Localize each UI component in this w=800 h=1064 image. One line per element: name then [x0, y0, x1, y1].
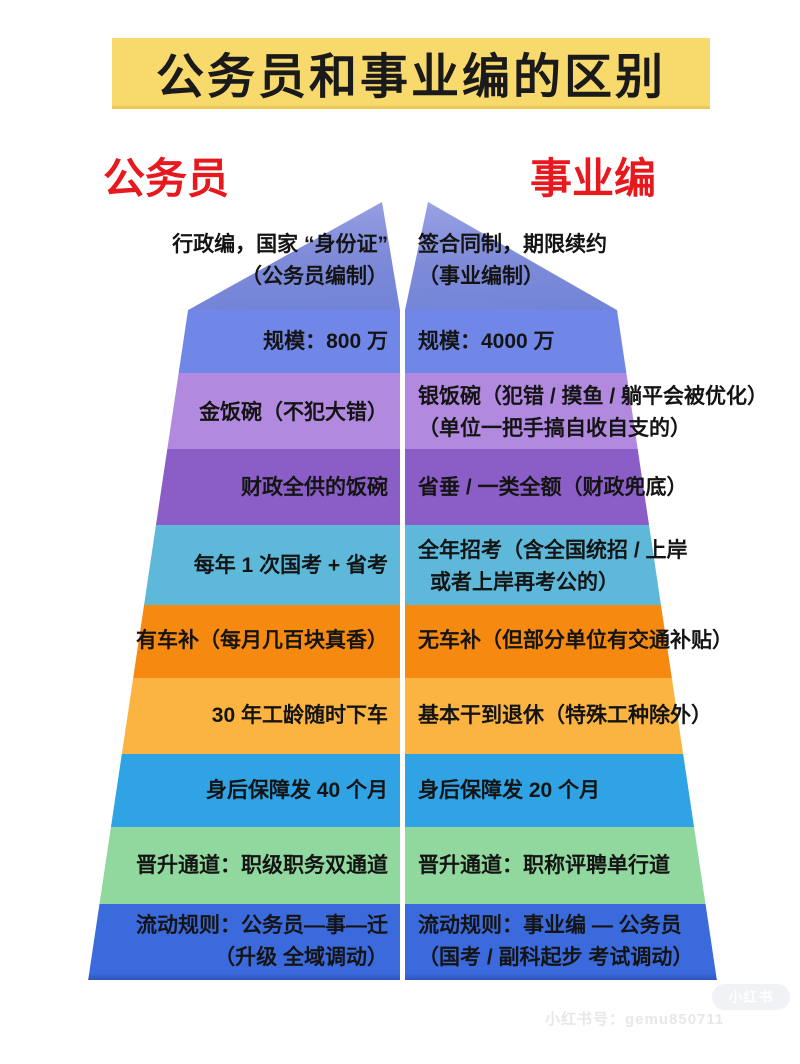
band-mobility-left [88, 904, 400, 980]
band-promotion-right [405, 827, 717, 904]
text-line: 身后保障发 40 个月 [205, 779, 388, 802]
xiaohongshu-id-watermark: 小红书号：gemu850711 [545, 1011, 725, 1028]
text-funding-left: 财政全供的饭碗 [241, 472, 388, 504]
text-line: （公务员编制） [241, 265, 388, 288]
text-line: 金饭碗（不犯大错） [199, 401, 388, 424]
title-banner: 公务员和事业编的区别 [112, 38, 710, 106]
band-death-benefit-right [405, 754, 717, 827]
text-line: 流动规则：事业编 — 公务员 [418, 914, 682, 937]
text-establishment-left: 行政编，国家 “身份证” （公务员编制） [172, 229, 388, 293]
text-line: 银饭碗（犯错 / 摸鱼 / 躺平会被优化） [418, 385, 769, 408]
text-line: （国考 / 副科起步 考试调动） [418, 946, 694, 969]
text-line: 财政全供的饭碗 [241, 476, 388, 499]
band-tenure-left [88, 678, 400, 754]
text-line: 有车补（每月几百块真香） [136, 629, 388, 652]
column-header-public-institution: 事业编 [530, 155, 657, 202]
text-death-benefit-right: 身后保障发 20 个月 [418, 775, 600, 807]
text-line: 无车补（但部分单位有交通补贴） [418, 629, 733, 652]
column-header-civil-servant: 公务员 [103, 155, 230, 202]
text-line: 规模：800 万 [263, 330, 388, 353]
text-line: 流动规则：公务员—事—迁 [136, 914, 388, 937]
text-recruitment-right: 全年招考（含全国统招 / 上岸 或者上岸再考公的） [418, 535, 688, 599]
text-line: 规模：4000 万 [418, 330, 555, 353]
text-line: （升级 全域调动） [214, 946, 388, 969]
text-line: 全年招考（含全国统招 / 上岸 [418, 539, 688, 562]
text-tenure-right: 基本干到退休（特殊工种除外） [418, 700, 712, 732]
band-mobility-right [405, 904, 717, 980]
band-tenure-right [405, 678, 717, 754]
text-mobility-left: 流动规则：公务员—事—迁 （升级 全域调动） [136, 910, 388, 974]
text-recruitment-left: 每年 1 次国考 + 省考 [194, 550, 388, 582]
text-promotion-right: 晋升通道：职称评聘单行道 [418, 850, 670, 882]
band-promotion-left [88, 827, 400, 904]
text-car-subsidy-right: 无车补（但部分单位有交通补贴） [418, 625, 733, 657]
text-line: 30 年工龄随时下车 [211, 704, 388, 727]
xiaohongshu-logo-badge: 小红书 [712, 984, 790, 1010]
text-line: 基本干到退休（特殊工种除外） [418, 704, 712, 727]
page-title: 公务员和事业编的区别 [155, 51, 666, 104]
text-rice-bowl-left: 金饭碗（不犯大错） [199, 397, 388, 429]
text-line: （事业编制） [418, 265, 544, 288]
band-death-benefit-left [88, 754, 400, 827]
text-line: 签合同制，期限续约 [418, 233, 607, 256]
text-rice-bowl-right: 银饭碗（犯错 / 摸鱼 / 躺平会被优化） （单位一把手搞自收自支的） [418, 381, 768, 445]
text-promotion-left: 晋升通道：职级职务双通道 [136, 850, 388, 882]
text-line: 身后保障发 20 个月 [418, 779, 601, 802]
text-scale-right: 规模：4000 万 [418, 326, 555, 358]
text-line: 或者上岸再考公的） [430, 571, 619, 594]
text-mobility-right: 流动规则：事业编 — 公务员 （国考 / 副科起步 考试调动） [418, 910, 693, 974]
text-funding-right: 省垂 / 一类全额（财政兜底） [418, 472, 688, 504]
text-line: 每年 1 次国考 + 省考 [193, 554, 388, 577]
text-line: （单位一把手搞自收自支的） [418, 417, 691, 440]
text-scale-left: 规模：800 万 [263, 326, 388, 358]
text-car-subsidy-left: 有车补（每月几百块真香） [136, 625, 388, 657]
text-establishment-right: 签合同制，期限续约 （事业编制） [418, 229, 607, 293]
text-line: 晋升通道：职称评聘单行道 [418, 854, 670, 877]
text-line: 晋升通道：职级职务双通道 [136, 854, 388, 877]
text-line: 省垂 / 一类全额（财政兜底） [418, 476, 688, 499]
text-line: 行政编，国家 “身份证” [172, 233, 388, 256]
text-death-benefit-left: 身后保障发 40 个月 [206, 775, 388, 807]
text-tenure-left: 30 年工龄随时下车 [212, 700, 388, 732]
